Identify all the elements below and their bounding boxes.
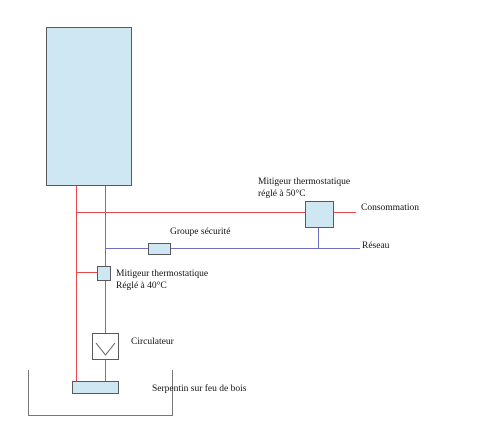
label-mitigeur-conso-1: Mitigeur thermostatique: [258, 177, 350, 187]
safety-group: [148, 243, 171, 255]
thermostatic-mixer-50: [305, 201, 334, 228]
label-serpentin: Serpentin sur feu de bois: [152, 383, 247, 394]
storage-tank: [46, 27, 132, 186]
label-circulateur: Circulateur: [131, 337, 175, 347]
label-mitigeur-conso-2: réglé à 50°C: [258, 188, 306, 199]
circulator-pump: [92, 333, 119, 360]
thermostatic-mixer-40: [97, 266, 111, 281]
cold-water-pipes: [105, 185, 360, 381]
label-groupe-securite: Groupe sécurité: [170, 227, 230, 237]
wood-fire-coil: [72, 381, 119, 394]
label-mitigeur-circuit-1: Mitigeur thermostatique: [116, 269, 208, 279]
label-reseau: Réseau: [362, 241, 390, 251]
hot-water-pipes: [76, 185, 356, 381]
circulator-icon: [95, 342, 116, 356]
label-consommation: Consommation: [361, 203, 419, 213]
label-mitigeur-circuit-2: Réglé à 40°C: [116, 280, 167, 291]
wood-fire-pit: [28, 370, 173, 416]
